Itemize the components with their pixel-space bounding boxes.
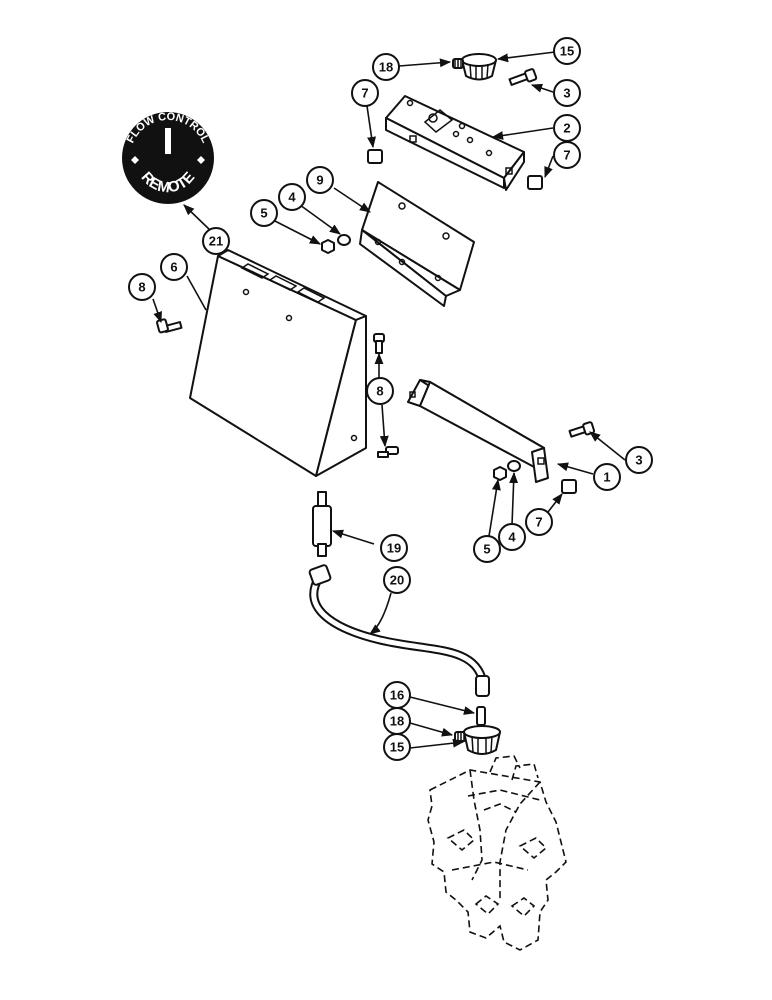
callout-7-upper-left: 7 [351, 79, 379, 107]
screw-right [568, 421, 596, 438]
control-cable [308, 564, 490, 697]
callout-18-top: 18 [372, 53, 400, 81]
callout-15-top: 15 [553, 37, 581, 65]
callout-6: 6 [160, 253, 188, 281]
cable-adapter [312, 491, 332, 557]
nut-upper [321, 239, 335, 254]
svg-text:4: 4 [288, 190, 296, 205]
callout-18-lower: 18 [383, 707, 411, 735]
callout-7-upper-right: 7 [553, 141, 581, 169]
clip-nut-a [367, 149, 383, 164]
upper-bracket [385, 95, 525, 191]
flow-control-decal: FLOW CONTROL REMOTE [122, 111, 214, 204]
callout-1: 1 [593, 463, 621, 491]
clip-nut-b [527, 175, 543, 190]
clip-nut-c [561, 479, 577, 494]
callout-15-lower: 15 [383, 733, 411, 761]
callout-3-top: 3 [553, 79, 581, 107]
leader-lines [152, 51, 626, 749]
washer-upper [337, 234, 351, 246]
svg-text:16: 16 [390, 688, 404, 703]
callout-5-upper: 5 [250, 199, 278, 227]
nut-lower [493, 466, 507, 481]
svg-text:5: 5 [260, 206, 267, 221]
callout-7-lower: 7 [525, 508, 553, 536]
screw-top [508, 68, 538, 86]
svg-text:8: 8 [138, 280, 145, 295]
callout-19: 19 [380, 534, 408, 562]
callout-9: 9 [306, 166, 334, 194]
callout-20: 20 [383, 566, 411, 594]
washer-lower [507, 460, 521, 472]
pin [476, 706, 486, 726]
callout-8-mid: 8 [366, 377, 394, 405]
svg-text:3: 3 [635, 453, 642, 468]
svg-text:15: 15 [560, 44, 574, 59]
callout-4-lower: 4 [498, 523, 526, 551]
svg-text:19: 19 [387, 541, 401, 556]
knob-top [461, 53, 497, 81]
svg-text:3: 3 [563, 86, 570, 101]
control-cover [189, 249, 367, 477]
knob-lower [463, 725, 501, 755]
svg-text:8: 8 [376, 384, 383, 399]
svg-text:7: 7 [563, 148, 570, 163]
callout-16: 16 [383, 681, 411, 709]
control-valve [427, 755, 567, 951]
long-bracket [407, 379, 549, 483]
callout-8-left: 8 [128, 273, 156, 301]
angle-bracket [359, 181, 475, 307]
svg-text:18: 18 [390, 714, 404, 729]
svg-text:9: 9 [316, 173, 323, 188]
svg-text:7: 7 [535, 515, 542, 530]
svg-text:7: 7 [361, 86, 368, 101]
set-screw-top [452, 58, 464, 69]
svg-text:1: 1 [603, 470, 610, 485]
svg-text:21: 21 [209, 234, 223, 249]
screw-lower-mid [377, 446, 399, 458]
svg-text:6: 6 [170, 260, 177, 275]
svg-text:4: 4 [508, 530, 516, 545]
callout-21: 21 [202, 227, 230, 255]
svg-text:18: 18 [379, 60, 393, 75]
svg-text:2: 2 [563, 121, 570, 136]
svg-text:20: 20 [390, 573, 404, 588]
svg-text:15: 15 [390, 740, 404, 755]
callout-5-lower: 5 [473, 535, 501, 563]
callout-2: 2 [553, 114, 581, 142]
screw-upper-mid [373, 333, 385, 354]
svg-text:5: 5 [483, 542, 490, 557]
callout-4-upper: 4 [278, 183, 306, 211]
callout-3-right: 3 [625, 446, 653, 474]
